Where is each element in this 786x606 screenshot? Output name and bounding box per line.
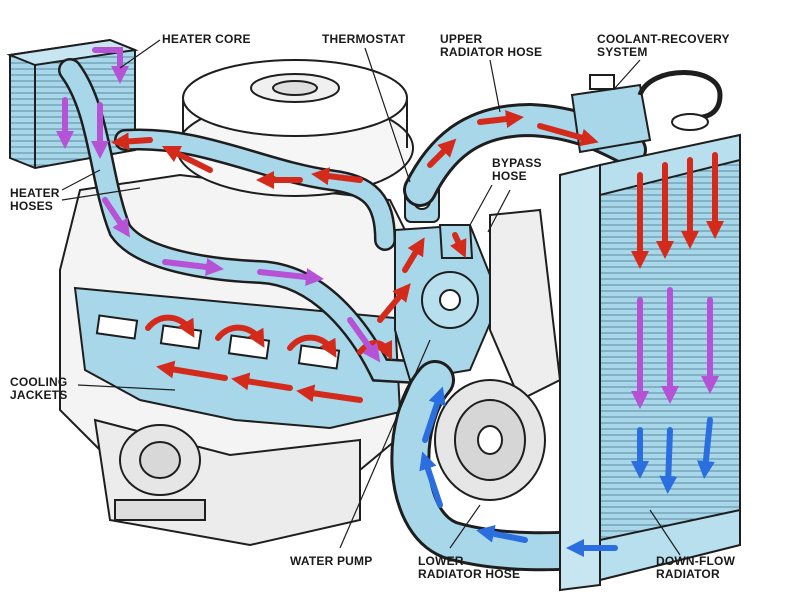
leader-lower-radiator-hose	[449, 504, 481, 549]
leader-upper-radiator-hose	[489, 59, 501, 113]
flow-arrow-red	[161, 145, 213, 173]
leader-heater-hoses-a	[61, 169, 101, 191]
label-upper-radiator-hose: UPPER RADIATOR HOSE	[440, 32, 543, 59]
flow-arrow-red	[296, 384, 363, 403]
leader-bypass-hose-b	[487, 189, 511, 233]
air-cleaner	[176, 59, 414, 197]
cool-coolant-flow-arrows	[419, 386, 715, 557]
fan-belt	[434, 208, 562, 501]
label-water-pump: WATER PUMP	[290, 554, 373, 568]
leader-cooling-jackets	[77, 384, 176, 391]
leader-thermostat	[364, 47, 411, 183]
flow-arrow-red	[427, 138, 457, 168]
label-bypass-hose: BYPASS HOSE	[492, 156, 542, 183]
flow-arrow-red	[145, 314, 195, 338]
flow-arrow-red	[377, 283, 411, 323]
flow-arrow-purple	[92, 47, 129, 84]
flow-arrow-red	[111, 132, 153, 151]
label-thermostat: THERMOSTAT	[322, 32, 406, 46]
leader-bypass-hose-a	[469, 184, 493, 226]
flow-arrow-blue	[696, 417, 715, 479]
flow-arrow-blue	[476, 524, 528, 543]
heater-flow-arrows	[56, 47, 719, 409]
leader-lines	[61, 39, 681, 556]
leader-down-flow-radiator	[649, 509, 681, 556]
flow-arrow-red	[537, 123, 599, 147]
flow-arrow-red	[231, 372, 293, 391]
flow-arrow-red	[287, 334, 337, 358]
flow-arrow-red	[215, 324, 265, 348]
flow-arrow-purple	[257, 268, 324, 286]
label-heater-core: HEATER CORE	[162, 32, 251, 46]
flow-arrow-blue	[419, 451, 443, 508]
leader-water-pump	[339, 339, 431, 549]
label-heater-hoses: HEATER HOSES	[10, 186, 60, 213]
flow-arrow-purple	[347, 317, 381, 363]
flow-arrow-red	[156, 360, 228, 381]
flow-arrow-purple	[162, 257, 224, 276]
flow-arrow-red	[477, 110, 524, 128]
label-coolant-recovery-system: COOLANT-RECOVERY SYSTEM	[597, 32, 730, 59]
label-lower-radiator-hose: LOWER RADIATOR HOSE	[418, 554, 521, 581]
coolant-recovery-tank	[570, 70, 723, 154]
flow-arrow-blue	[659, 427, 678, 494]
lower-radiator-hose	[390, 360, 630, 572]
flow-arrow-purple	[102, 197, 130, 238]
label-down-flow-radiator: DOWN-FLOW RADIATOR	[656, 554, 736, 581]
flow-arrow-red	[450, 232, 467, 259]
hot-coolant-flow-arrows	[111, 110, 724, 403]
leader-heater-hoses-b	[61, 187, 141, 201]
leader-heater-core	[119, 39, 161, 69]
flow-arrow-red	[311, 167, 363, 186]
flow-arrow-red	[402, 237, 425, 273]
flow-arrow-blue	[422, 386, 446, 443]
label-cooling-jackets: COOLING JACKETS	[10, 375, 68, 402]
leader-coolant-recovery	[614, 59, 641, 89]
